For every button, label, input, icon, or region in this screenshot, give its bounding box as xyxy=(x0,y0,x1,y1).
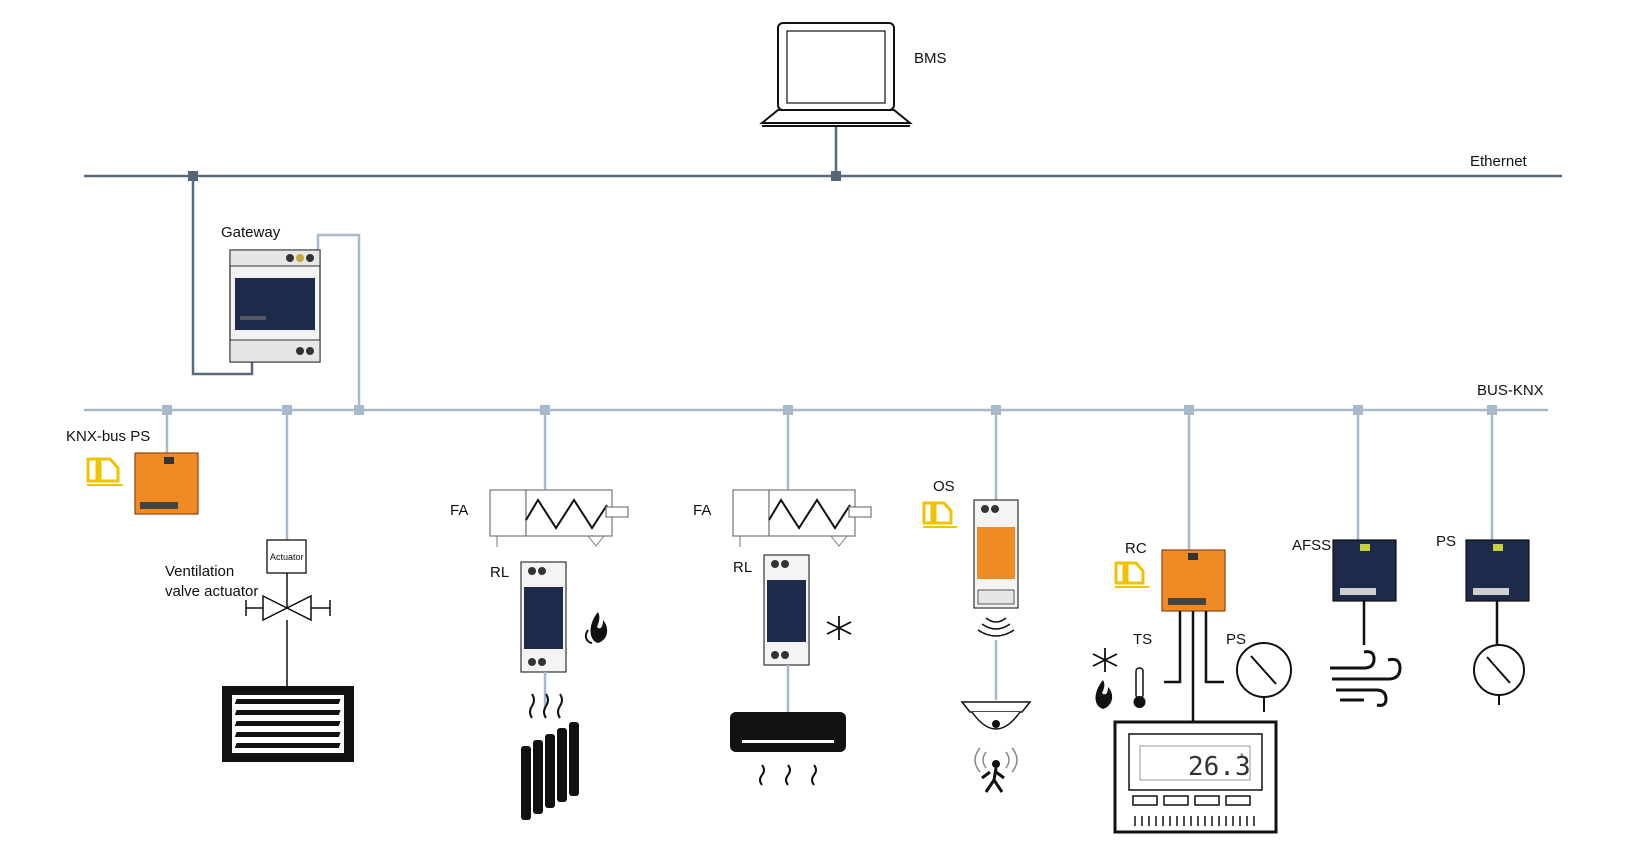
relay-module-2 xyxy=(763,554,810,666)
afss-label: AFSS xyxy=(1292,537,1331,554)
ethernet-label: Ethernet xyxy=(1470,153,1528,170)
room-controller-device xyxy=(1161,549,1226,612)
actuator-box xyxy=(266,539,307,574)
ps-label: PS xyxy=(1436,533,1456,550)
thermometer-icon xyxy=(1133,667,1146,708)
ethernet-node-gateway xyxy=(188,171,198,181)
fa1-label: FA xyxy=(450,502,468,519)
bus-knx-label: BUS-KNX xyxy=(1477,382,1544,399)
ts-label: TS xyxy=(1133,631,1152,648)
brand-logo-icon xyxy=(922,501,957,528)
snowflake-icon xyxy=(1092,648,1118,672)
bms-label: BMS xyxy=(914,50,947,67)
snowflake-icon xyxy=(826,616,852,640)
ventilation-label-2: valve actuator xyxy=(165,583,258,600)
os-label: OS xyxy=(933,478,955,495)
rl2-label: RL xyxy=(733,559,752,576)
gateway-device xyxy=(229,249,321,363)
knx-bus-ps-label: KNX-bus PS xyxy=(66,428,150,445)
rc-label: RC xyxy=(1125,540,1147,557)
ventilation-grille-icon xyxy=(222,686,354,762)
brand-logo-icon xyxy=(1114,561,1149,588)
pressure-gauge-icon xyxy=(1473,644,1525,705)
afss-device xyxy=(1332,539,1397,602)
thermostat-panel xyxy=(1113,720,1278,834)
fan-actuator-2 xyxy=(732,489,872,547)
ps-rc-label: PS xyxy=(1226,631,1246,648)
flame-icon xyxy=(584,612,608,644)
fan-actuator-1 xyxy=(489,489,629,547)
gateway-ethernet-link xyxy=(191,181,254,376)
rc-wiring xyxy=(1164,611,1224,722)
motion-sensor-icon xyxy=(960,701,1032,793)
knx-power-supply-device xyxy=(134,452,199,515)
valve-icon xyxy=(245,573,331,622)
fa2-label: FA xyxy=(693,502,711,519)
pressure-sensor-device xyxy=(1465,539,1530,602)
thermostat-display: 26.3 xyxy=(1188,752,1251,782)
wind-icon xyxy=(1330,650,1402,707)
rl1-label: RL xyxy=(490,564,509,581)
actuator-label: Actuator xyxy=(270,552,304,562)
gateway-knx-link xyxy=(316,233,361,410)
laptop-icon xyxy=(759,22,913,127)
radiator-icon xyxy=(521,693,579,820)
brand-logo-icon xyxy=(86,457,123,486)
air-conditioner-icon xyxy=(730,712,846,786)
flame-icon xyxy=(1095,680,1113,709)
gateway-label: Gateway xyxy=(221,224,281,241)
knx-bus-nodes xyxy=(162,405,1497,415)
occupancy-sensor-device xyxy=(973,499,1019,637)
pressure-gauge-icon xyxy=(1236,642,1292,712)
ventilation-label-1: Ventilation xyxy=(165,563,234,580)
thermostat-unit: ° xyxy=(1240,752,1244,762)
ethernet-node-bms xyxy=(831,171,841,181)
relay-module-1 xyxy=(520,561,567,673)
